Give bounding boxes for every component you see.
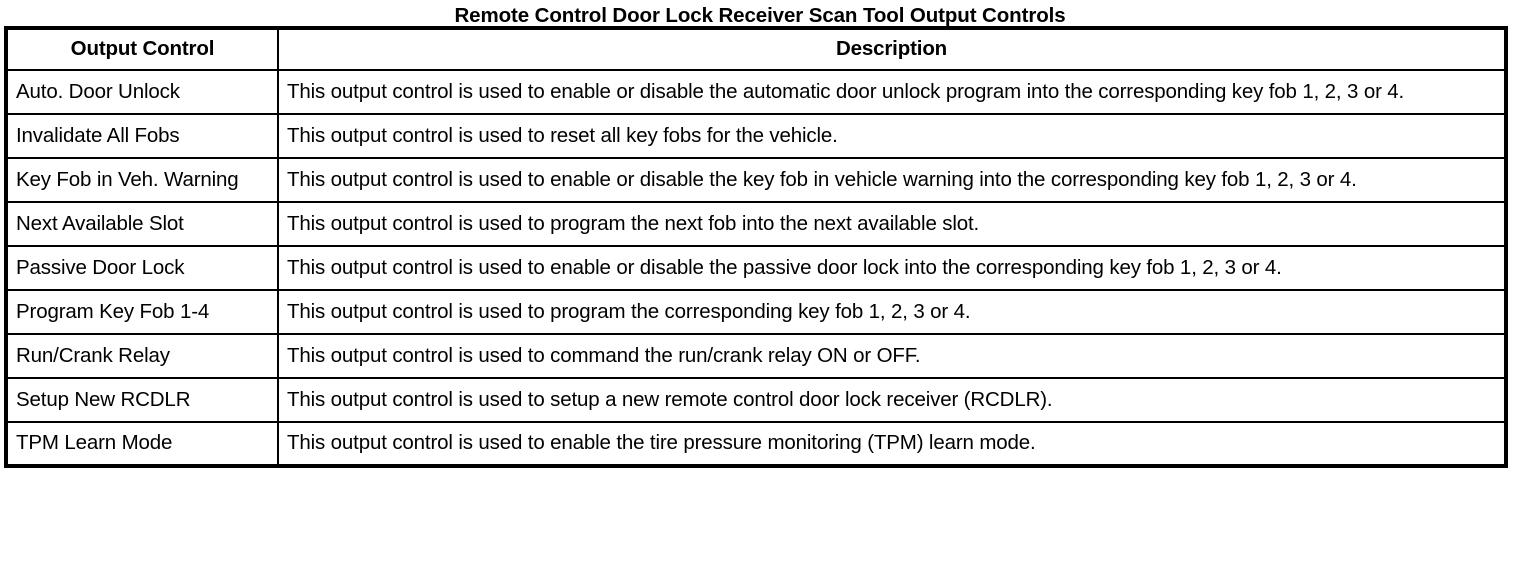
page-title: Remote Control Door Lock Receiver Scan T… [454, 4, 1066, 27]
cell-description: This output control is used to setup a n… [277, 377, 1507, 423]
cell-output-control: Key Fob in Veh. Warning [5, 157, 279, 203]
cell-description: This output control is used to command t… [277, 333, 1507, 379]
table-container: Output Control Description Auto. Door Un… [0, 26, 1520, 468]
cell-output-control: Auto. Door Unlock [5, 69, 279, 115]
cell-description: This output control is used to program t… [277, 201, 1507, 247]
cell-output-control: Setup New RCDLR [5, 377, 279, 423]
cell-description: This output control is used to enable or… [277, 69, 1507, 115]
cell-output-control: Passive Door Lock [5, 245, 279, 291]
output-controls-table: Output Control Description Auto. Door Un… [4, 26, 1508, 468]
cell-description: This output control is used to reset all… [277, 113, 1507, 159]
column-header-description: Description [277, 27, 1507, 71]
cell-description: This output control is used to enable or… [277, 245, 1507, 291]
cell-description: This output control is used to enable or… [277, 157, 1507, 203]
cell-output-control: Invalidate All Fobs [5, 113, 279, 159]
cell-output-control: Program Key Fob 1-4 [5, 289, 279, 335]
cell-output-control: Run/Crank Relay [5, 333, 279, 379]
table-header-row: Output Control Description [5, 27, 1507, 71]
cell-output-control: Next Available Slot [5, 201, 279, 247]
column-header-output-control: Output Control [5, 27, 279, 71]
cell-description: This output control is used to enable th… [277, 421, 1507, 467]
cell-output-control: TPM Learn Mode [5, 421, 279, 467]
cell-description: This output control is used to program t… [277, 289, 1507, 335]
table-header: Output Control Description [5, 27, 1507, 71]
